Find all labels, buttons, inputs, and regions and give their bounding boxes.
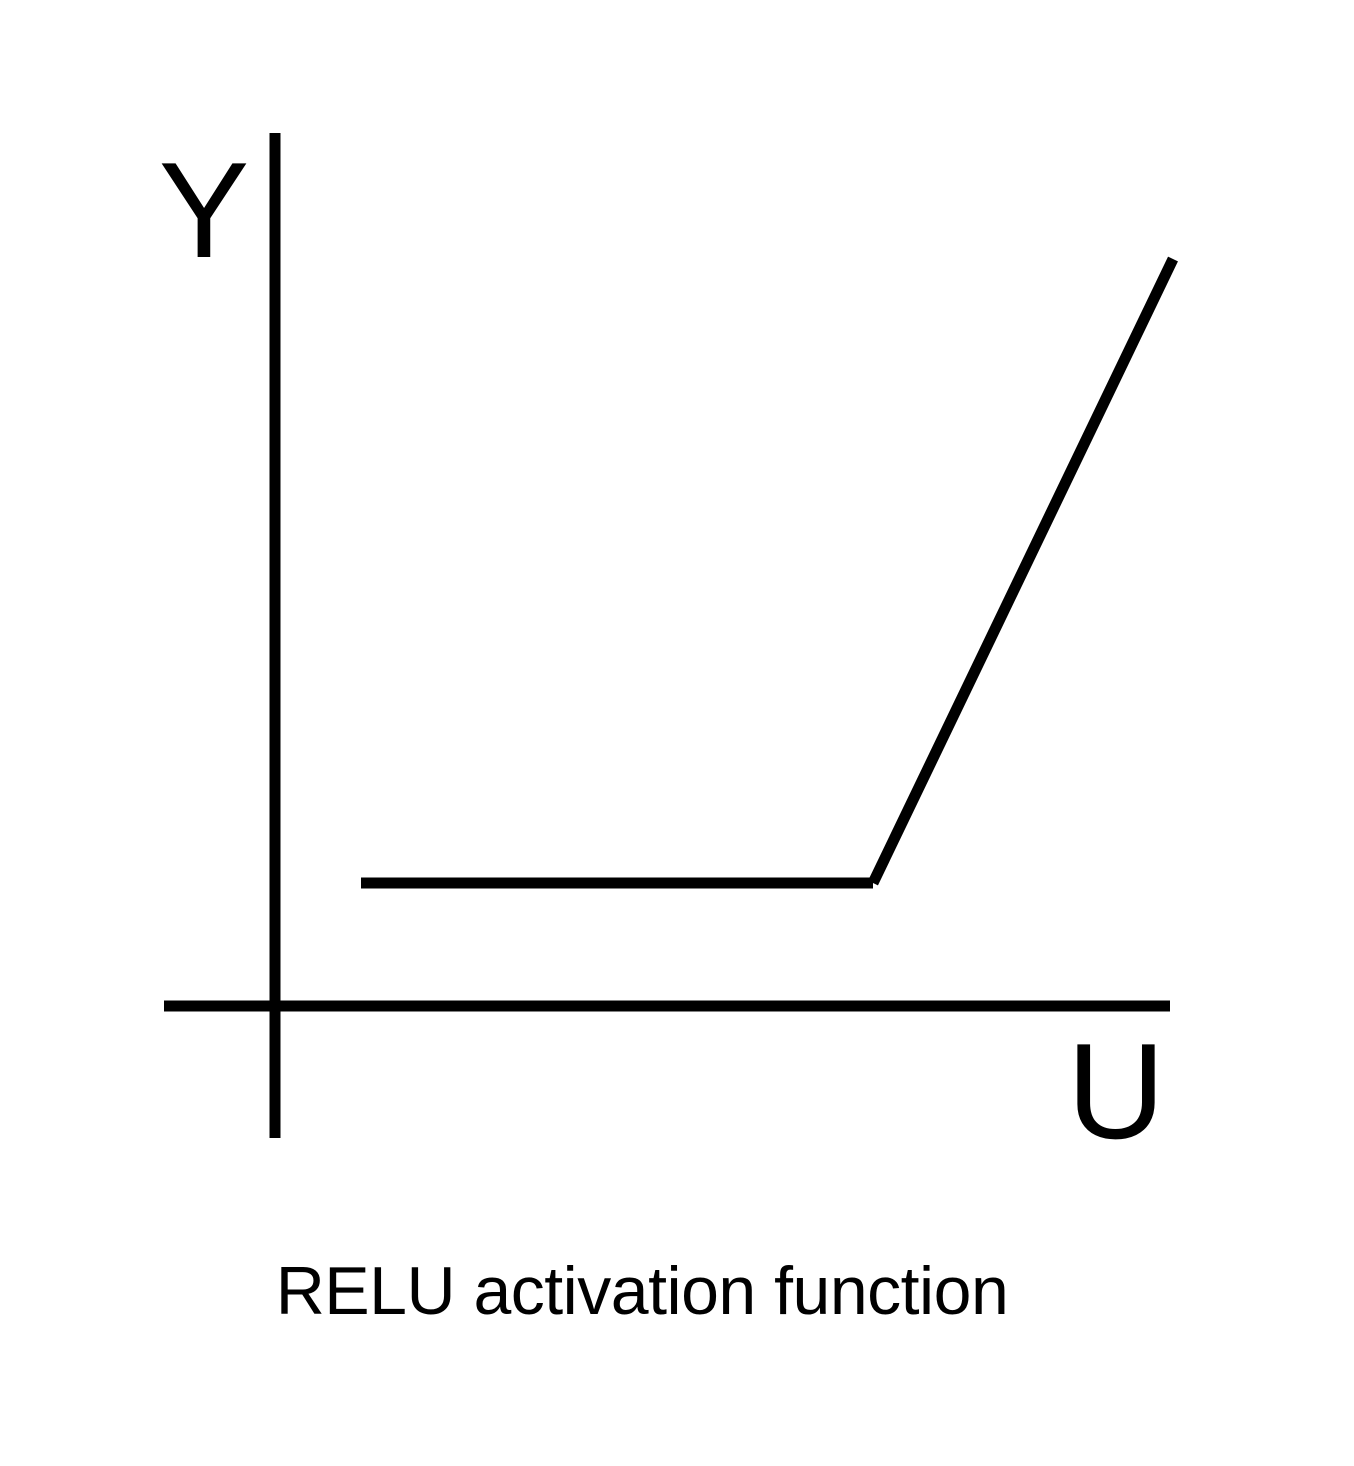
diagram-caption: RELU activation function <box>275 1253 1009 1329</box>
relu-rising-segment <box>868 256 1178 886</box>
y-axis-label: Y <box>159 134 250 286</box>
x-axis-label: U <box>1067 1015 1165 1167</box>
